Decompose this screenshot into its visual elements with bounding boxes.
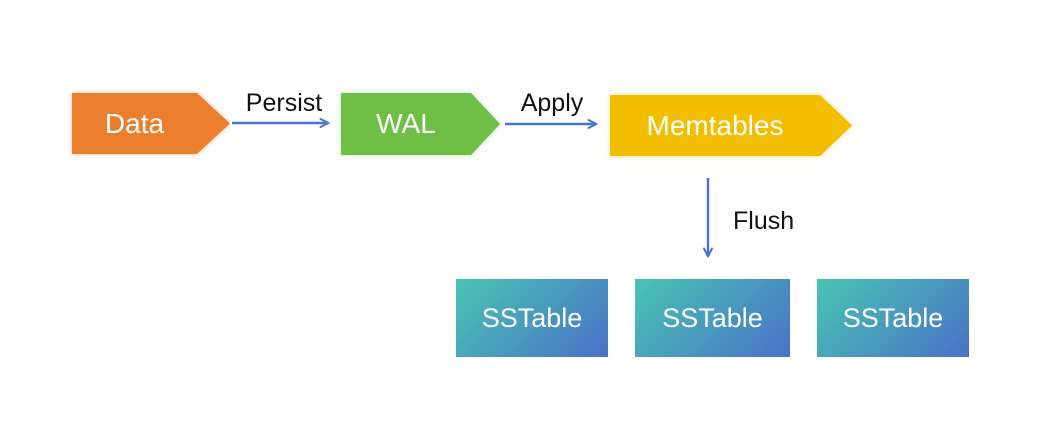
- node-sstable-2-label: SSTable: [662, 302, 763, 333]
- node-data-shape: [72, 93, 230, 154]
- node-sstable-3: SSTable: [817, 279, 969, 357]
- node-wal-shape: [341, 93, 500, 155]
- node-memtables-shape: [610, 95, 852, 156]
- node-memtables: Memtables: [610, 95, 852, 156]
- node-wal: WAL: [341, 93, 500, 155]
- node-sstable-2: SSTable: [635, 279, 790, 357]
- persist-arrow-label: Persist: [245, 89, 323, 117]
- node-sstable-1: SSTable: [456, 279, 608, 357]
- node-data-label: Data: [104, 107, 165, 139]
- node-memtables-label: Memtables: [646, 109, 784, 141]
- node-wal-label: WAL: [376, 108, 436, 139]
- apply-arrow-label: Apply: [520, 89, 584, 117]
- node-sstable-3-label: SSTable: [842, 302, 944, 333]
- flush-arrow-label: Flush: [733, 207, 795, 235]
- node-data: Data: [72, 93, 230, 154]
- node-sstable-1-label: SSTable: [481, 302, 583, 333]
